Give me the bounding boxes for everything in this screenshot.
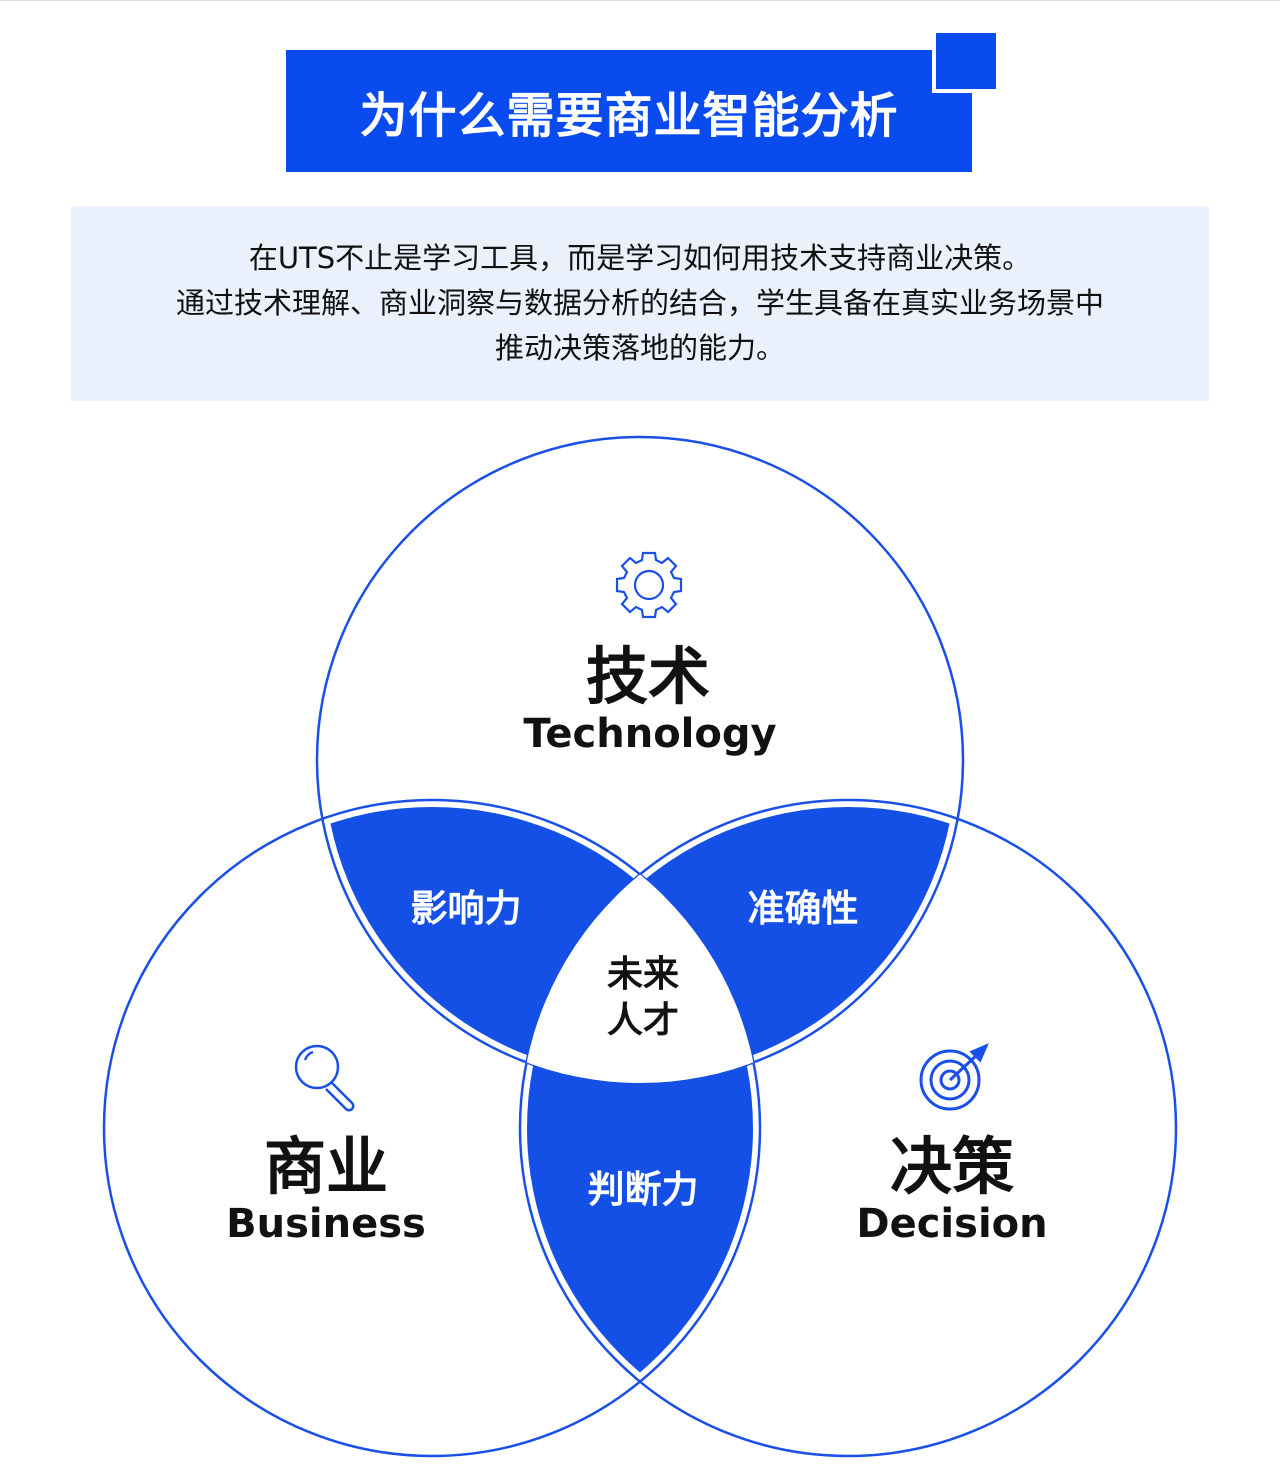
tech-business-label: 影响力 — [411, 887, 522, 930]
intro-line: 推动决策落地的能力。 — [494, 331, 785, 365]
business-decision-label: 判断力 — [588, 1168, 699, 1211]
circle-outlines — [102, 435, 1178, 1458]
decision-en: Decision — [856, 1201, 1047, 1247]
center-label-line2: 人才 — [607, 1000, 679, 1041]
target-icon — [919, 1043, 989, 1111]
tech-decision-label: 准确性 — [748, 887, 859, 930]
business-cn: 商业 — [264, 1130, 388, 1203]
business-circle — [102, 798, 762, 1458]
title-banner: 为什么需要商业智能分析 — [286, 50, 972, 172]
decision-circle — [518, 798, 1178, 1458]
technology-cn: 技术 — [586, 640, 710, 713]
technology-en: Technology — [523, 711, 776, 757]
center-label-line1: 未来 — [607, 954, 679, 995]
intro-panel: 在UTS不止是学习工具，而是学习如何用技术支持商业决策。 通过技术理解、商业洞察… — [71, 206, 1209, 401]
magnifier-icon — [294, 1044, 355, 1112]
intro-line: 通过技术理解、商业洞察与数据分析的结合，学生具备在真实业务场景中 — [175, 286, 1104, 320]
business-en: Business — [226, 1201, 426, 1247]
page-title: 为什么需要商业智能分析 — [359, 88, 899, 144]
decorative-square — [932, 29, 1000, 93]
intro-line: 在UTS不止是学习工具，而是学习如何用技术支持商业决策。 — [248, 241, 1032, 275]
decision-cn: 决策 — [890, 1130, 1014, 1203]
top-divider — [0, 0, 1280, 1]
gear-icon — [615, 551, 683, 619]
